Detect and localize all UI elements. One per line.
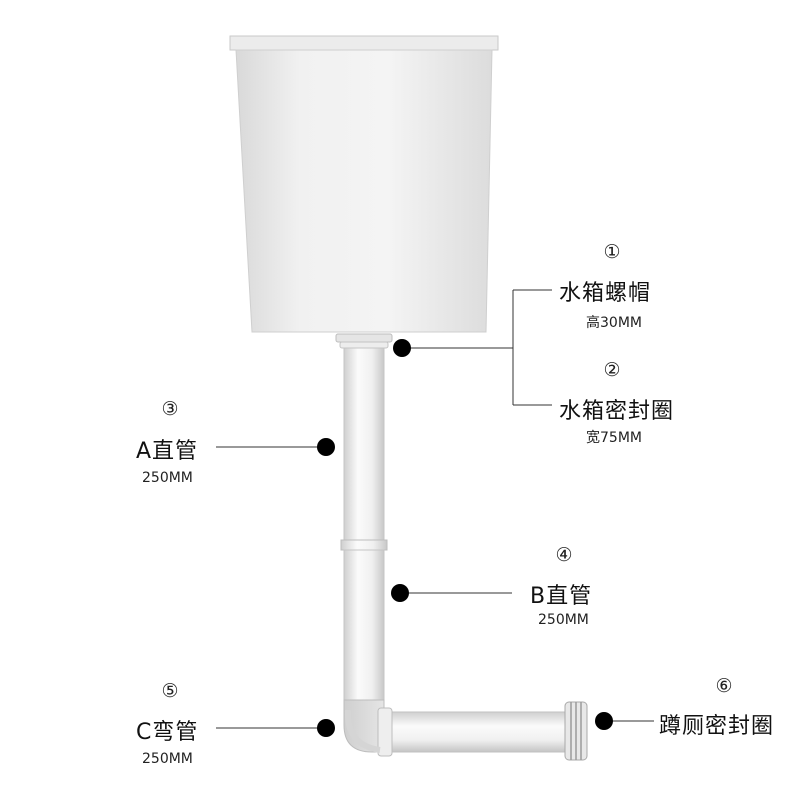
label-pipe-b-name: B直管: [530, 584, 593, 609]
tank-rim: [229, 35, 499, 51]
label-seal-spec: 宽75MM: [586, 430, 642, 446]
dot-pipe-b: [391, 584, 409, 602]
elbow-c: [343, 699, 571, 757]
tank-body: [235, 49, 493, 333]
marker-dots: [317, 339, 613, 737]
label-pipe-a-name: A直管: [136, 439, 199, 464]
tank-nut: [335, 333, 393, 349]
label-nut-name: 水箱螺帽: [559, 281, 652, 306]
label-seal-number: ②: [603, 359, 621, 381]
dot-nut: [393, 339, 411, 357]
leader-lines: [216, 289, 654, 729]
label-toilet-seal-number: ⑥: [715, 675, 733, 697]
label-nut-number: ①: [603, 241, 621, 263]
label-seal-name: 水箱密封圈: [559, 399, 675, 424]
label-pipe-a-spec: 250MM: [142, 470, 193, 486]
dot-elbow-c: [317, 719, 335, 737]
label-pipe-a-number: ③: [161, 398, 179, 420]
pipe-joint: [340, 539, 388, 551]
pipe-a: [343, 347, 385, 545]
label-nut-spec: 高30MM: [586, 315, 642, 331]
label-toilet-seal-name: 蹲厕密封圈: [659, 714, 775, 739]
pipe-b: [343, 549, 385, 711]
label-elbow-c-number: ⑤: [161, 680, 179, 702]
label-pipe-b-number: ④: [555, 544, 573, 566]
water-tank: [229, 35, 499, 333]
label-elbow-c-name: C弯管: [136, 720, 199, 745]
dot-pipe-a: [317, 438, 335, 456]
threaded-end: [564, 701, 588, 761]
label-pipe-b-spec: 250MM: [538, 612, 589, 628]
label-elbow-c-spec: 250MM: [142, 751, 193, 767]
dot-toilet-seal: [595, 712, 613, 730]
